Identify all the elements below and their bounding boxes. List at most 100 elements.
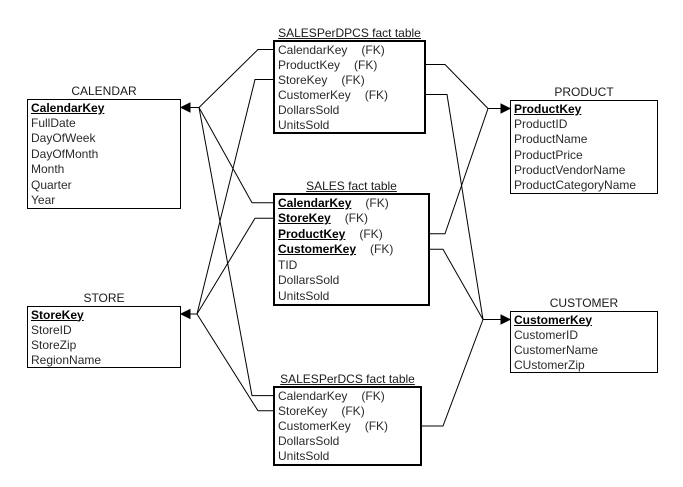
field-name: CustomerKey <box>278 87 351 102</box>
fk-marker: (FK) <box>364 418 389 433</box>
field-row: StoreID <box>28 322 180 337</box>
field-name: CustomerName <box>514 342 599 357</box>
field-name: ProductKey <box>514 101 582 116</box>
fk-marker: (FK) <box>341 403 365 418</box>
field-row: ProductKey(FK) <box>275 57 424 72</box>
connector-store-salesperdpcs <box>196 79 273 315</box>
field-row: CustomerKey(FK) <box>275 418 420 433</box>
connector-store-salesperdcs <box>196 313 273 412</box>
connector-store-sales <box>196 217 273 315</box>
field-row: ProductName <box>511 132 657 147</box>
arrowhead-product <box>500 103 512 114</box>
field-row: ProductVendorName <box>511 162 657 177</box>
field-name: UnitsSold <box>278 449 330 464</box>
field-row: RegionName <box>28 352 180 367</box>
table-title: CALENDAR <box>71 84 137 98</box>
field-name: DayOfMonth <box>31 146 99 161</box>
field-row: UnitsSold <box>275 288 428 304</box>
field-row: CalendarKey (FK) <box>275 195 428 211</box>
field-row: DollarsSold <box>275 273 428 289</box>
connector-sales-product <box>430 108 489 235</box>
table-title: SALES fact table <box>306 179 397 193</box>
field-name: DollarsSold <box>278 102 340 117</box>
field-name: CalendarKey <box>31 100 105 115</box>
field-row: StoreZip <box>28 337 180 352</box>
field-row: Month <box>28 162 180 177</box>
field-name: ProductName <box>514 132 588 147</box>
fk-marker: (FK) <box>370 242 394 257</box>
field-name: ProductKey <box>278 226 346 241</box>
field-row: CustomerKey <box>511 312 657 327</box>
field-row: TID <box>275 257 428 273</box>
field-row: UnitsSold <box>275 449 420 464</box>
field-row: DollarsSold <box>275 102 424 117</box>
fk-marker: (FK) <box>361 388 385 403</box>
fk-marker: (FK) <box>364 87 389 102</box>
field-name: ProductPrice <box>514 147 583 162</box>
field-name: StoreKey <box>278 403 328 418</box>
field-name: TID <box>278 257 298 272</box>
connector-sales-customer <box>430 248 484 320</box>
connector-salesperdcs-customer <box>422 319 484 427</box>
field-row: DayOfMonth <box>28 146 180 161</box>
field-row: CustomerName <box>511 342 657 357</box>
field-row: CalendarKey (FK) <box>275 388 420 403</box>
field-name: DayOfWeek <box>31 131 96 146</box>
field-name: CalendarKey <box>278 42 348 57</box>
field-row: CustomerKey (FK) <box>275 242 428 258</box>
field-name: FullDate <box>31 116 76 131</box>
field-row: DayOfWeek <box>28 131 180 146</box>
field-row: FullDate <box>28 115 180 130</box>
arrowhead-store <box>179 308 191 320</box>
fk-marker: (FK) <box>361 42 385 57</box>
field-row: ProductPrice <box>511 147 657 162</box>
field-name: DollarsSold <box>278 273 340 288</box>
field-row: DollarsSold <box>275 434 420 449</box>
field-row: StoreKey(FK) <box>275 72 424 87</box>
connector-calendar-salesperdpcs <box>198 49 273 108</box>
arrowhead-calendar <box>179 102 191 113</box>
fk-marker: (FK) <box>344 211 369 226</box>
field-name: StoreID <box>31 322 72 337</box>
field-row: Year <box>28 192 180 207</box>
table-sales-fact: SALES fact table CalendarKey(FK)StoreKey… <box>273 180 430 306</box>
field-name: CalendarKey <box>278 388 348 403</box>
field-name: Quarter <box>31 177 72 192</box>
arrowhead-customer <box>500 314 512 325</box>
fk-marker: (FK) <box>341 72 365 87</box>
fk-marker: (FK) <box>354 57 378 72</box>
connector-calendar-salesperdcs <box>198 107 273 397</box>
field-row: UnitsSold <box>275 117 424 132</box>
field-row: CalendarKey (FK) <box>275 42 424 57</box>
field-name: Month <box>31 162 65 177</box>
field-name: ProductVendorName <box>514 162 626 177</box>
field-row: ProductKey (FK) <box>275 226 428 242</box>
field-name: StoreKey <box>278 211 331 226</box>
field-name: RegionName <box>31 352 102 367</box>
connector-salesperdpcs-customer <box>426 94 484 320</box>
fk-marker: (FK) <box>359 226 383 241</box>
field-name: CalendarKey <box>278 195 352 210</box>
fk-marker: (FK) <box>365 195 389 210</box>
table-salesperdpcs-fact: SALESPerDPCS fact table CalendarKey(FK)P… <box>273 27 426 134</box>
table-title: SALESPerDCS fact table <box>280 372 415 386</box>
field-row: Quarter <box>28 177 180 192</box>
field-name: CustomerKey <box>278 242 357 257</box>
field-name: CUstomerZip <box>514 357 585 372</box>
field-name: UnitsSold <box>278 288 330 303</box>
field-name: StoreZip <box>31 337 77 352</box>
connector-salesperdpcs-product <box>426 64 489 109</box>
table-title: PRODUCT <box>554 85 614 99</box>
table-salesperdcs-fact: SALESPerDCS fact table CalendarKey(FK)St… <box>273 373 422 466</box>
field-row: StoreKey (FK) <box>275 403 420 418</box>
field-row: CustomerID <box>511 327 657 342</box>
connector-calendar-sales <box>198 107 273 204</box>
table-title: STORE <box>83 291 125 305</box>
field-row: CustomerKey (FK) <box>275 87 424 102</box>
